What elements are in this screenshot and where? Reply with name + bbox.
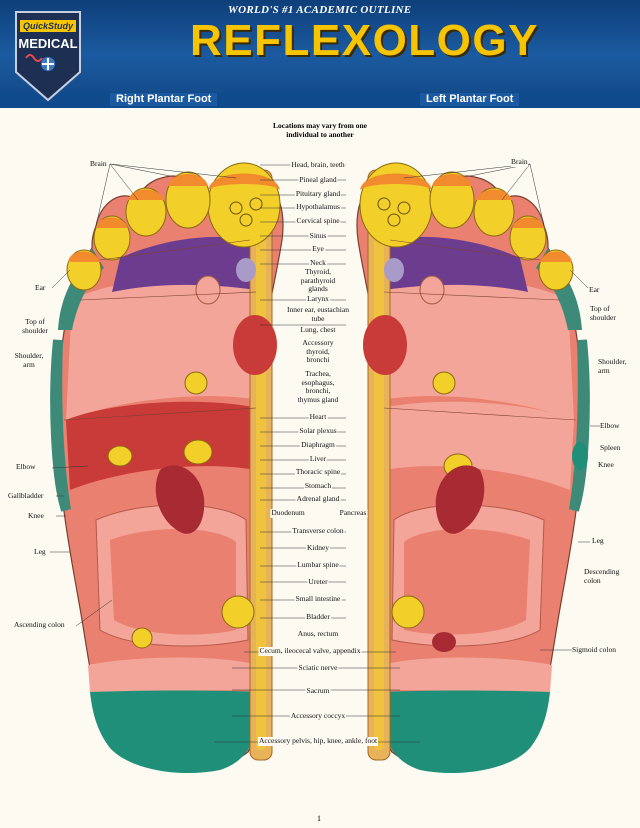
label-lumbar-spine: Lumbar spine xyxy=(296,560,340,570)
label-knee-left-foot: Knee xyxy=(598,460,614,470)
header-banner xyxy=(0,0,640,100)
label-sinus: Sinus xyxy=(308,231,328,241)
label-hypothalamus: Hypothalamus xyxy=(295,202,341,212)
label-knee-right-foot: Knee xyxy=(28,511,44,521)
label-top-of-shoulder-left-foot: Top of shoulder xyxy=(590,304,624,322)
label-trachea: Trachea, esophagus, bronchi, thymus glan… xyxy=(293,369,343,404)
label-elbow-left-foot: Elbow xyxy=(600,421,620,431)
label-pancreas: Pancreas xyxy=(338,508,368,518)
label-transverse-colon: Transverse colon xyxy=(291,526,345,536)
label-neck: Neck xyxy=(309,258,327,268)
label-spleen: Spleen xyxy=(600,443,621,453)
label-gallbladder: Gallbladder xyxy=(8,491,44,501)
label-sciatic-nerve: Sciatic nerve xyxy=(297,663,339,673)
label-solar-plexus: Solar plexus xyxy=(298,426,338,436)
tagline: WORLD'S #1 ACADEMIC OUTLINE xyxy=(228,4,412,16)
label-elbow-right-foot: Elbow xyxy=(16,462,36,472)
label-sacrum: Sacrum xyxy=(305,686,331,696)
label-pituitary-gland: Pituitary gland xyxy=(294,189,342,199)
label-top-of-shoulder-right-foot: Top of shoulder xyxy=(20,317,50,335)
label-brain-left-foot: Brain xyxy=(511,157,528,167)
label-accessory-pelvis: Accessory pelvis, hip, knee, ankle, foot xyxy=(257,736,379,746)
label-head-brain-teeth: Head, brain, teeth xyxy=(290,160,346,170)
label-thyroid: Thyroid, parathyroid glands xyxy=(292,267,344,294)
label-inner-ear: Inner ear, eustachian tube xyxy=(286,305,350,323)
label-adrenal-gland: Adrenal gland xyxy=(295,494,341,504)
label-kidney: Kidney xyxy=(305,543,331,553)
badge-brand: QuickStudy xyxy=(23,21,74,31)
label-shoulder-arm-left-foot: Shoulder, arm xyxy=(598,357,634,375)
label-liver: Liver xyxy=(308,454,328,464)
left-plantar-foot xyxy=(356,162,590,774)
label-leg-right-foot: Leg xyxy=(34,547,46,557)
label-anus-rectum: Anus, rectum xyxy=(296,629,340,639)
right-foot-heading: Right Plantar Foot xyxy=(110,93,218,106)
label-descending-colon: Descending colon xyxy=(584,567,624,585)
quickstudy-badge: QuickStudy MEDICAL xyxy=(15,11,81,102)
label-bladder: Bladder xyxy=(305,612,331,622)
label-ureter: Ureter xyxy=(307,577,329,587)
label-pineal-gland: Pineal gland xyxy=(298,175,338,185)
label-accessory-coccyx: Accessory coccyx xyxy=(289,711,347,721)
label-larynx: Larynx xyxy=(306,294,330,304)
label-small-intestine: Small intestine xyxy=(294,594,342,604)
left-foot-heading: Left Plantar Foot xyxy=(420,93,520,106)
variation-note: Locations may vary from one individual t… xyxy=(272,121,368,139)
label-heart: Heart xyxy=(308,412,328,422)
label-eye: Eye xyxy=(311,244,325,254)
label-lung-chest: Lung, chest xyxy=(299,325,337,335)
badge-series: MEDICAL xyxy=(18,36,77,51)
label-ear-left-foot: Ear xyxy=(589,285,600,295)
heart-icon xyxy=(25,54,43,62)
label-ascending-colon: Ascending colon xyxy=(14,620,65,630)
right-plantar-foot xyxy=(50,162,284,774)
label-brain-right-foot: Brain xyxy=(90,159,107,169)
label-shoulder-arm-right-foot: Shoulder, arm xyxy=(10,351,48,369)
label-duodenum: Duodenum xyxy=(270,508,306,518)
label-cervical-spine: Cervical spine xyxy=(295,216,341,226)
label-thoracic-spine: Thoracic spine xyxy=(294,467,342,477)
label-accessory-thyroid: Accessory thyroid, bronchi xyxy=(295,338,341,365)
page-title: REFLEXOLOGY xyxy=(190,16,539,65)
label-ear-right-foot: Ear xyxy=(35,283,46,293)
label-leg-left-foot: Leg xyxy=(592,536,604,546)
label-cecum: Cecum, ileocecal valve, appendix xyxy=(258,646,362,656)
label-diaphragm: Diaphragm xyxy=(300,440,336,450)
label-stomach: Stomach xyxy=(303,481,333,491)
label-sigmoid-colon: Sigmoid colon xyxy=(572,645,616,655)
page-number: 1 xyxy=(317,814,321,823)
